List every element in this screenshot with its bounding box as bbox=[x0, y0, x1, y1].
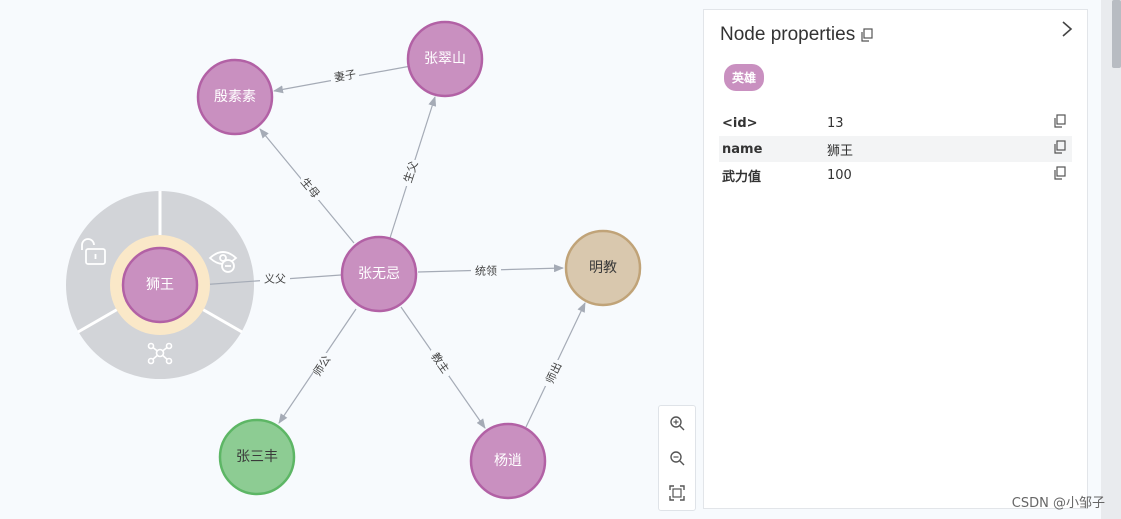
node-yinsusu[interactable]: 殷素素 bbox=[196, 58, 274, 136]
unlock-icon[interactable] bbox=[81, 238, 106, 265]
zoom-controls bbox=[658, 405, 696, 511]
copy-icon[interactable] bbox=[861, 28, 873, 42]
node-shiwang[interactable]: 狮王 bbox=[110, 235, 210, 335]
edge-master[interactable]: 师公 bbox=[278, 308, 357, 424]
node-label: 狮王 bbox=[146, 277, 174, 293]
zoom-in-icon bbox=[670, 416, 685, 431]
property-row: 武力值 100 bbox=[719, 162, 1072, 188]
edge-mother[interactable]: 生母 bbox=[259, 128, 355, 244]
node-label: 明教 bbox=[589, 260, 617, 276]
fit-screen-icon bbox=[669, 484, 685, 501]
properties-table: <id> 13 name 狮王 武力值 100 bbox=[719, 110, 1072, 188]
copy-property-button[interactable] bbox=[1048, 110, 1072, 136]
copy-property-button[interactable] bbox=[1048, 136, 1072, 162]
node-label: 张三丰 bbox=[236, 449, 278, 465]
node-mingjiao[interactable]: 明教 bbox=[564, 229, 642, 307]
node-label: 张翠山 bbox=[424, 51, 466, 67]
node-zhangsanfeng[interactable]: 张三丰 bbox=[218, 418, 296, 496]
node-label: 杨逍 bbox=[494, 453, 522, 469]
zoom-out-icon bbox=[670, 451, 685, 466]
fit-to-screen-button[interactable] bbox=[667, 483, 687, 503]
edge-wife[interactable]: 妻子 bbox=[273, 65, 412, 94]
node-yangxiao[interactable]: 杨逍 bbox=[469, 422, 547, 500]
label-badge[interactable]: 英雄 bbox=[724, 64, 765, 91]
vertical-scrollbar[interactable] bbox=[1101, 0, 1121, 519]
edge-label-godfather: 义父 bbox=[264, 273, 286, 286]
property-value: 狮王 bbox=[827, 143, 854, 159]
panel-title: Node properties bbox=[720, 24, 856, 45]
edge-godfather[interactable]: 义父 bbox=[198, 271, 342, 289]
edge-origin[interactable]: 师出 bbox=[525, 302, 586, 428]
watermark: CSDN @小邹子 bbox=[1011, 496, 1105, 511]
property-value: 100 bbox=[827, 167, 852, 183]
node-zhangcuishan[interactable]: 张翠山 bbox=[406, 20, 484, 98]
edges: 妻子 生父 生母 义父 统领 师公 教主 bbox=[198, 65, 586, 429]
copy-property-button[interactable] bbox=[1048, 162, 1072, 188]
property-row: <id> 13 bbox=[719, 110, 1072, 136]
edge-label-father: 生父 bbox=[400, 159, 420, 184]
node-label: 殷素素 bbox=[214, 89, 256, 105]
node-label: 张无忌 bbox=[358, 266, 400, 282]
property-key: 武力值 bbox=[722, 169, 762, 185]
copy-icon bbox=[1054, 140, 1066, 154]
copy-icon bbox=[1054, 166, 1066, 180]
edge-leader[interactable]: 统领 bbox=[417, 263, 564, 278]
edge-father[interactable]: 生父 bbox=[389, 96, 437, 239]
expand-network-icon[interactable] bbox=[147, 342, 173, 365]
scrollbar-thumb[interactable] bbox=[1112, 0, 1121, 68]
copy-icon bbox=[1054, 114, 1066, 128]
hide-icon[interactable] bbox=[208, 251, 238, 273]
edge-label-wife: 妻子 bbox=[333, 68, 357, 85]
property-row: name 狮王 bbox=[719, 136, 1072, 162]
property-value: 13 bbox=[827, 115, 844, 131]
edge-teacher[interactable]: 教主 bbox=[400, 306, 486, 429]
node-properties-panel: Node properties 英雄 <id> 13 name 狮王 bbox=[703, 9, 1088, 509]
panel-header: Node properties bbox=[720, 24, 873, 46]
property-key: <id> bbox=[722, 115, 758, 131]
property-key: name bbox=[722, 141, 763, 157]
edge-label-leader: 统领 bbox=[475, 265, 497, 278]
zoom-in-button[interactable] bbox=[667, 413, 687, 433]
node-zhangwuji[interactable]: 张无忌 bbox=[340, 235, 418, 313]
zoom-out-button[interactable] bbox=[667, 448, 687, 468]
collapse-panel-chevron-icon[interactable] bbox=[1059, 20, 1075, 38]
